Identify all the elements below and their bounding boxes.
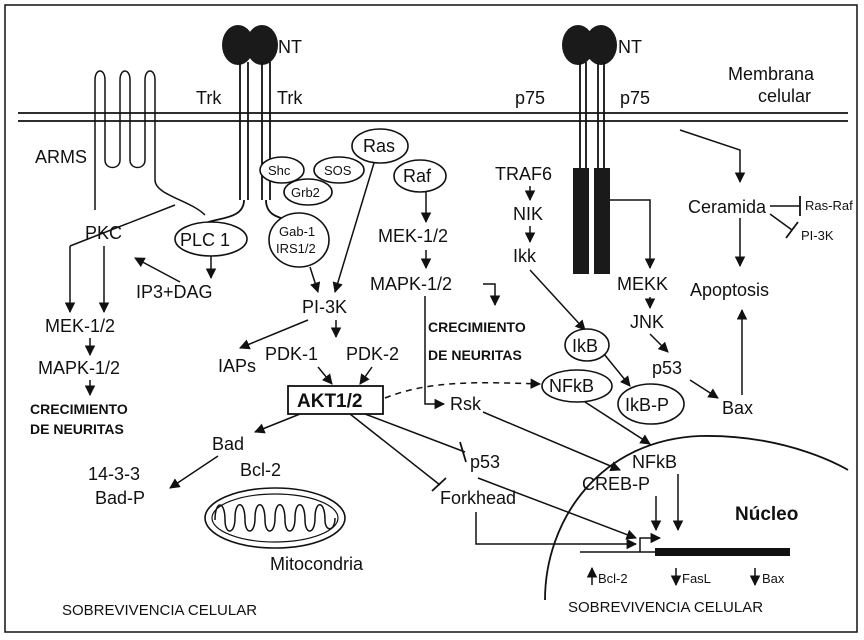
crec-left-label-2: DE NEURITAS <box>30 421 124 437</box>
ikk-label: Ikk <box>513 246 537 266</box>
apoptosis-label: Apoptosis <box>690 280 769 300</box>
pdk1-label: PDK-1 <box>265 344 318 364</box>
jnk-label: JNK <box>630 312 664 332</box>
sos-label: SOS <box>324 163 352 178</box>
raf-label: Raf <box>403 166 432 186</box>
gab1-label-1: Gab-1 <box>279 224 315 239</box>
mitochondria-shape <box>205 488 345 548</box>
bad-label: Bad <box>212 434 244 454</box>
nfkb-oval-label: NFkB <box>549 376 594 396</box>
arms-label: ARMS <box>35 147 87 167</box>
nik-label: NIK <box>513 204 543 224</box>
rasraf-label: Ras-Raf <box>805 198 853 213</box>
sobre-left-label: SOBREVIVENCIA CELULAR <box>62 602 257 619</box>
ikb-label: IkB <box>572 336 598 356</box>
crebp-label: CREB-P <box>582 474 650 494</box>
nucleo-label: Núcleo <box>735 504 798 525</box>
p75-receptor <box>562 25 617 274</box>
traf6-label: TRAF6 <box>495 164 552 184</box>
mapk-mid-label: MAPK-1/2 <box>370 274 452 294</box>
mekk-label: MEKK <box>617 274 668 294</box>
grb2-label: Grb2 <box>291 185 320 200</box>
rsk-label: Rsk <box>450 394 482 414</box>
gab1-node <box>269 213 329 267</box>
nt-left-label: NT <box>278 37 302 57</box>
p1433-label: 14-3-3 <box>88 464 140 484</box>
nfkb-nuc-label: NFkB <box>632 452 677 472</box>
sobre-right-label: SOBREVIVENCIA CELULAR <box>568 599 763 616</box>
pi3k-label: PI-3K <box>302 297 347 317</box>
mitocondria-label: Mitocondria <box>270 554 364 574</box>
gab1-label-2: IRS1/2 <box>276 241 316 256</box>
ras-label: Ras <box>363 136 395 156</box>
fasl-label: FasL <box>682 571 711 586</box>
p75-label-1: p75 <box>515 88 545 108</box>
membrane-label-2: celular <box>758 86 811 106</box>
nt-right-label: NT <box>618 37 642 57</box>
trk-label-2: Trk <box>277 88 303 108</box>
ikbp-label: IkB-P <box>625 395 669 415</box>
akt-label: AKT1/2 <box>297 391 362 412</box>
membrane-label-1: Membrana <box>728 64 815 84</box>
ip3dag-label: IP3+DAG <box>136 282 213 302</box>
bcl2-mito-label: Bcl-2 <box>240 460 281 480</box>
p53-right-label: p53 <box>652 358 682 378</box>
ceramida-label: Ceramida <box>688 197 767 217</box>
pi3k-small-label: PI-3K <box>801 228 834 243</box>
crec-mid-label-2: DE NEURITAS <box>428 347 522 363</box>
trk-label-1: Trk <box>196 88 222 108</box>
bax-label: Bax <box>722 398 753 418</box>
cell-membrane <box>18 113 848 121</box>
forkhead-label: Forkhead <box>440 488 516 508</box>
p53-mid-label: p53 <box>470 452 500 472</box>
pdk2-label: PDK-2 <box>346 344 399 364</box>
badp-label: Bad-P <box>95 488 145 508</box>
crec-left-label-1: CRECIMIENTO <box>30 401 128 417</box>
plc1-label: PLC 1 <box>180 230 230 250</box>
crec-mid-label-1: CRECIMIENTO <box>428 319 526 335</box>
gene-promoter <box>580 538 790 556</box>
arms-receptor <box>95 71 205 215</box>
bcl2-nuc-label: Bcl-2 <box>598 571 628 586</box>
shc-label: Shc <box>268 163 291 178</box>
mek-mid-label: MEK-1/2 <box>378 226 448 246</box>
bax-nuc-label: Bax <box>762 571 785 586</box>
mapk-left-label: MAPK-1/2 <box>38 358 120 378</box>
iaps-label: IAPs <box>218 356 256 376</box>
p75-label-2: p75 <box>620 88 650 108</box>
mek-left-label: MEK-1/2 <box>45 316 115 336</box>
